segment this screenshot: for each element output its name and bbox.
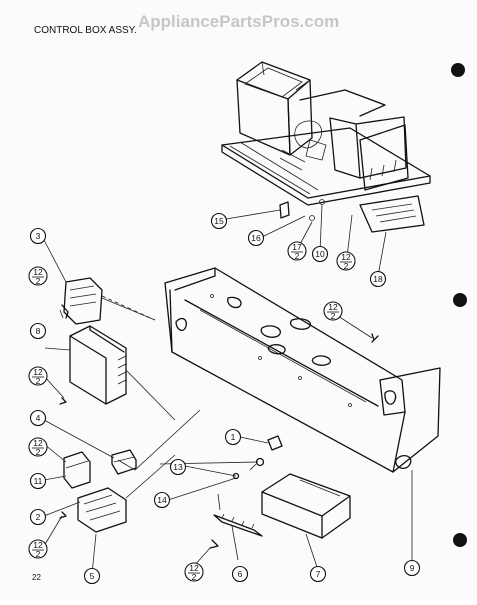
- callout-12-2-a: 122: [28, 266, 48, 286]
- svg-text:10: 10: [315, 249, 325, 259]
- screws: [59, 333, 379, 549]
- callout-13: 13: [169, 458, 187, 476]
- svg-text:8: 8: [36, 326, 41, 336]
- svg-text:2: 2: [344, 261, 349, 271]
- callout-5: 5: [83, 567, 101, 585]
- callout-17-2: 172: [287, 241, 307, 261]
- svg-text:5: 5: [90, 571, 95, 581]
- terminal-strip: [213, 493, 263, 537]
- callout-16: 16: [247, 229, 265, 247]
- svg-text:12: 12: [189, 563, 199, 573]
- svg-text:1: 1: [231, 432, 236, 442]
- svg-text:2: 2: [192, 572, 197, 582]
- unit-assembly: [221, 61, 431, 277]
- callout-12-2-d: 122: [28, 539, 48, 559]
- callouts: 3 8 4 11 2 5 1 13 14 6 7 9 10 15 16 18 1…: [28, 212, 421, 585]
- diagram-title: CONTROL BOX ASSY.: [34, 25, 137, 36]
- callout-11: 11: [29, 472, 47, 490]
- callout-3: 3: [29, 227, 47, 245]
- callout-7: 7: [309, 565, 327, 583]
- binding-hole-bottom: [453, 533, 467, 547]
- callout-8: 8: [29, 322, 47, 340]
- callout-9: 9: [403, 559, 421, 577]
- callout-18: 18: [369, 270, 387, 288]
- svg-text:12: 12: [328, 302, 338, 312]
- cover-box: [261, 473, 351, 539]
- leader-lines: [43, 239, 413, 575]
- svg-text:2: 2: [36, 376, 41, 386]
- svg-text:14: 14: [157, 495, 167, 505]
- watermark: AppliancePartsPros.com: [138, 12, 339, 31]
- callout-6: 6: [231, 565, 249, 583]
- svg-text:2: 2: [331, 311, 336, 321]
- svg-text:2: 2: [36, 549, 41, 559]
- svg-text:18: 18: [373, 274, 383, 284]
- svg-text:12: 12: [33, 267, 43, 277]
- control-box-chassis: [164, 267, 441, 473]
- callout-12-2-f: 122: [336, 251, 356, 271]
- binding-hole-middle: [453, 293, 467, 307]
- callout-4: 4: [29, 409, 47, 427]
- svg-text:15: 15: [214, 216, 224, 226]
- svg-text:2: 2: [36, 447, 41, 457]
- callout-12-2-e: 122: [323, 301, 343, 321]
- svg-text:2: 2: [36, 276, 41, 286]
- svg-text:7: 7: [316, 569, 321, 579]
- callout-12-2-c: 122: [28, 437, 48, 457]
- svg-text:12: 12: [33, 540, 43, 550]
- callout-12-2-g: 122: [184, 562, 204, 582]
- page-code: 22: [32, 573, 41, 582]
- svg-text:12: 12: [33, 438, 43, 448]
- hardware-parts: [232, 435, 283, 480]
- transformer: [61, 277, 156, 325]
- callout-1: 1: [224, 428, 242, 446]
- callout-2: 2: [29, 508, 47, 526]
- svg-text:6: 6: [238, 569, 243, 579]
- callout-15: 15: [210, 212, 228, 230]
- svg-text:16: 16: [251, 233, 261, 243]
- svg-text:4: 4: [36, 413, 41, 423]
- svg-text:12: 12: [33, 367, 43, 377]
- svg-text:3: 3: [36, 231, 41, 241]
- svg-text:2: 2: [36, 512, 41, 522]
- svg-text:13: 13: [173, 462, 183, 472]
- callout-10: 10: [311, 245, 329, 263]
- svg-text:12: 12: [341, 252, 351, 262]
- svg-text:11: 11: [34, 476, 43, 486]
- callout-12-2-b: 122: [28, 366, 48, 386]
- binding-hole-top: [451, 63, 465, 77]
- control-module: [69, 325, 176, 421]
- relay-and-switch-parts: [59, 309, 201, 533]
- callout-14: 14: [153, 491, 171, 509]
- svg-text:17: 17: [292, 242, 302, 252]
- svg-text:2: 2: [295, 251, 300, 261]
- svg-text:9: 9: [410, 563, 415, 573]
